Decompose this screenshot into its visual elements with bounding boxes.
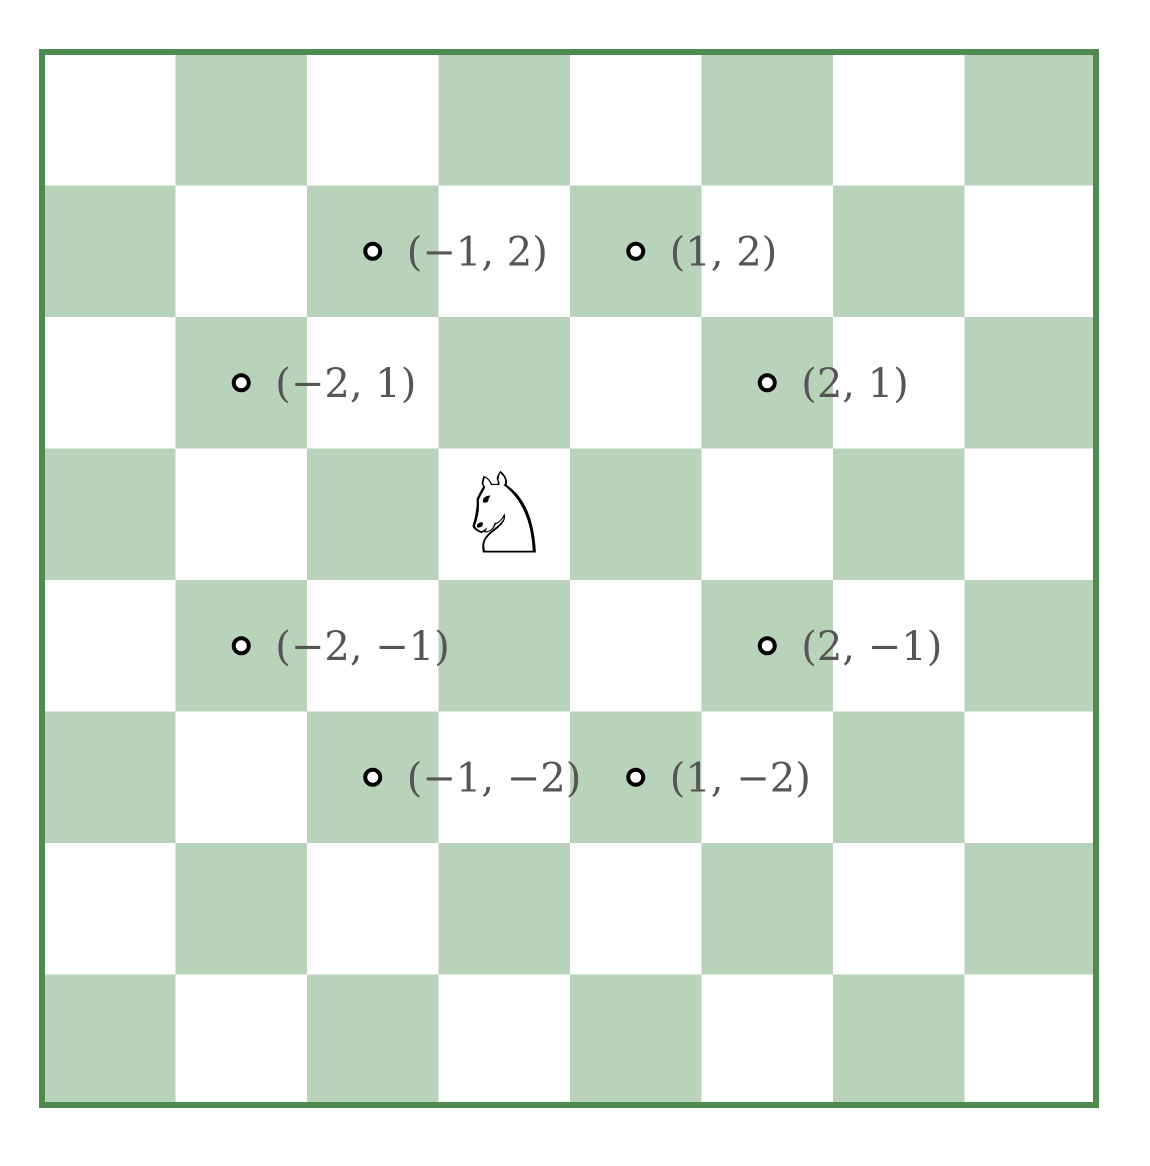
board-square (175, 974, 308, 1107)
board-square (833, 448, 966, 581)
move-target-dot (231, 636, 251, 656)
board-square (307, 580, 440, 713)
board-square (701, 974, 834, 1107)
move-label: (−1, 2) (407, 229, 548, 275)
board-square (438, 185, 571, 318)
move-target-dot (231, 373, 251, 393)
board-square (833, 317, 966, 450)
board-square (964, 448, 1097, 581)
move-label: (−2, 1) (275, 361, 416, 407)
move-target: (−1, 2) (363, 229, 548, 275)
board-square (570, 580, 703, 713)
move-target: (−2, 1) (231, 361, 416, 407)
board-square (438, 54, 571, 187)
move-label: (2, −1) (801, 624, 942, 670)
board-square (701, 448, 834, 581)
board-square (833, 580, 966, 713)
chessboard-squares (44, 54, 1097, 1107)
board-square (833, 185, 966, 318)
move-target: (1, 2) (626, 229, 778, 275)
board-square (44, 185, 177, 318)
board-square (44, 974, 177, 1107)
move-target: (−1, −2) (363, 755, 582, 801)
board-square (570, 843, 703, 976)
board-square (175, 185, 308, 318)
board-square (701, 843, 834, 976)
board-square (570, 317, 703, 450)
move-target-dot (363, 767, 383, 787)
board-square (964, 54, 1097, 187)
move-target-dot (757, 373, 777, 393)
move-label: (−2, −1) (275, 624, 450, 670)
board-square (964, 843, 1097, 976)
board-square (44, 54, 177, 187)
move-target-dot (626, 767, 646, 787)
board-square (44, 317, 177, 450)
board-square (964, 711, 1097, 844)
board-square (438, 317, 571, 450)
board-square (701, 185, 834, 318)
board-square (964, 974, 1097, 1107)
board-square (964, 317, 1097, 450)
board-square (307, 317, 440, 450)
white-knight-icon: ♘ (454, 449, 554, 579)
board-square (438, 711, 571, 844)
move-target: (2, −1) (757, 624, 942, 670)
board-square (307, 54, 440, 187)
move-target: (−2, −1) (231, 624, 450, 670)
board-square (307, 843, 440, 976)
move-target-dot (626, 241, 646, 261)
board-square (438, 448, 571, 581)
board-square (570, 974, 703, 1107)
board-square (701, 54, 834, 187)
move-target-dot (363, 241, 383, 261)
move-label: (1, −2) (670, 755, 811, 801)
board-square (44, 448, 177, 581)
board-square (701, 711, 834, 844)
move-label: (−1, −2) (407, 755, 582, 801)
board-square (964, 185, 1097, 318)
board-square (175, 711, 308, 844)
board-square (833, 843, 966, 976)
board-square (570, 448, 703, 581)
board-square (438, 974, 571, 1107)
board-square (438, 580, 571, 713)
board-border (39, 49, 1099, 1108)
board-square (175, 843, 308, 976)
board-square (833, 974, 966, 1107)
board-square (833, 54, 966, 187)
board-square (175, 54, 308, 187)
board-square (307, 448, 440, 581)
move-target-dot (757, 636, 777, 656)
board-square (570, 54, 703, 187)
move-label: (1, 2) (670, 229, 778, 275)
move-target: (1, −2) (626, 755, 811, 801)
board-square (175, 448, 308, 581)
board-square (44, 711, 177, 844)
knight-move-targets: (−1, 2) (1, 2) (−2, 1) (2, 1) (−2, −1) (2, −1… (231, 229, 942, 801)
board-square (964, 580, 1097, 713)
move-label: (2, 1) (801, 361, 909, 407)
board-square (833, 711, 966, 844)
board-square (44, 580, 177, 713)
move-target: (2, 1) (757, 361, 909, 407)
board-square (44, 843, 177, 976)
board-square (438, 843, 571, 976)
board-square (307, 974, 440, 1107)
